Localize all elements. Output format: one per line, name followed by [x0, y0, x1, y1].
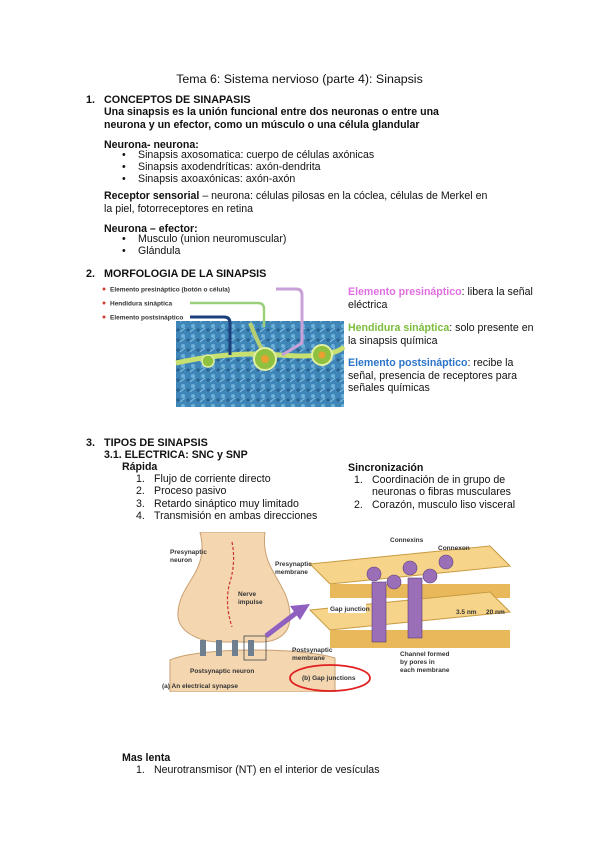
- pointer-postsynaptic: [190, 315, 232, 355]
- list-item: Sinapsis axoaxónicas: axón-axón: [122, 173, 374, 186]
- list-item: Musculo (union neuromuscular): [122, 233, 286, 246]
- neurona-neurona-list: Sinapsis axosomatica: cuerpo de células …: [122, 149, 374, 186]
- svg-text:(a) An electrical synapse: (a) An electrical synapse: [162, 683, 238, 690]
- svg-text:Presynaptic: Presynaptic: [275, 561, 312, 568]
- sincronizacion-title: Sincronización: [348, 462, 424, 474]
- mas-lenta-title: Mas lenta: [122, 752, 171, 764]
- desc-cleft: Hendidura sináptica: solo presente en la…: [348, 322, 534, 347]
- svg-text:membrane: membrane: [275, 569, 308, 576]
- desc-presynaptic: Elemento presináptico: libera la señal e…: [348, 286, 533, 311]
- connexons: [366, 554, 454, 643]
- fig-label-presynaptic: Elemento presináptico (botón o célula): [110, 287, 230, 294]
- list-item: 1.Neurotransmisor (NT) en el interior de…: [136, 764, 380, 776]
- svg-text:Postsynaptic neuron: Postsynaptic neuron: [190, 668, 254, 675]
- svg-text:Connexon: Connexon: [438, 545, 470, 552]
- gap-channels: [200, 640, 254, 656]
- svg-text:Connexins: Connexins: [390, 537, 424, 544]
- svg-text:Presynaptic: Presynaptic: [170, 549, 207, 556]
- section-3-heading: 3.TIPOS DE SINAPSIS: [86, 437, 208, 449]
- subsection-electrica: 3.1. ELECTRICA: SNC y SNP: [104, 449, 248, 461]
- neurona-efector-list: Musculo (union neuromuscular) Glándula: [122, 233, 286, 258]
- list-item: Glándula: [122, 245, 286, 258]
- svg-text:impulse: impulse: [238, 599, 263, 606]
- list-item: 1.Coordinación de in grupo de: [354, 474, 506, 486]
- list-item: neuronas o fibras musculares: [372, 486, 511, 499]
- rapida-list: 1.Flujo de corriente directo 2.Proceso p…: [136, 473, 317, 523]
- svg-text:each membrane: each membrane: [400, 667, 450, 674]
- svg-text:Nerve: Nerve: [238, 591, 256, 598]
- svg-text:(b) Gap junctions: (b) Gap junctions: [302, 675, 356, 682]
- mas-lenta-list: 1.Neurotransmisor (NT) en el interior de…: [136, 764, 380, 776]
- list-item: 1.Flujo de corriente directo: [136, 473, 271, 485]
- rapida-title: Rápida: [122, 461, 158, 473]
- synapse-definition: Una sinapsis es la unión funcional entre…: [104, 106, 439, 131]
- neurona-efector-title: Neurona – efector:: [104, 223, 198, 235]
- highlight-ring: [289, 664, 371, 692]
- svg-text:Gap junction: Gap junction: [330, 606, 370, 613]
- synapse-morphology-figure: Elemento presináptico (botón o célula) H…: [102, 287, 345, 407]
- list-item: Sinapsis axodendríticas: axón-dendrita: [122, 161, 374, 174]
- presynaptic-neuron: [177, 532, 291, 643]
- list-item: 2.Corazón, musculo liso visceral: [354, 498, 516, 511]
- neurona-neurona-title: Neurona- neurona:: [104, 139, 199, 151]
- fig-label-postsynaptic: Elemento postsináptico: [110, 315, 183, 322]
- postsynaptic-neuron: [169, 649, 336, 692]
- svg-text:neuron: neuron: [170, 557, 192, 564]
- svg-text:Channel formed: Channel formed: [400, 651, 450, 658]
- electrical-synapse-figure: Presynaptic neuron Nerve impulse Postsyn…: [162, 532, 512, 692]
- list-item: 2.Proceso pasivo: [136, 485, 227, 498]
- pointer-presynaptic: [276, 287, 304, 357]
- list-item: 3.Retardo sináptico muy limitado: [136, 497, 299, 510]
- sincronizacion-list: 1.Coordinación de in grupo de neuronas o…: [354, 474, 515, 511]
- nerve-impulse-path: [226, 541, 235, 628]
- svg-text:membrane: membrane: [292, 655, 325, 662]
- svg-text:by pores in: by pores in: [400, 659, 435, 666]
- pointer-cleft: [190, 301, 266, 327]
- receptor-sensorial: Receptor sensorial – neurona: células pi…: [104, 190, 488, 215]
- svg-text:20 nm: 20 nm: [486, 609, 505, 616]
- svg-text:Postsynaptic: Postsynaptic: [292, 647, 333, 654]
- list-item: 4.Transmisión en ambas direcciones: [136, 510, 318, 523]
- desc-postsynaptic: Elemento postsináptico: recibe la señal,…: [348, 357, 518, 394]
- svg-text:3.5 nm: 3.5 nm: [456, 609, 477, 616]
- section-1-heading: 1.CONCEPTOS DE SINAPASIS: [86, 94, 251, 106]
- zoom-arrow: [264, 608, 302, 638]
- list-item: Sinapsis axosomatica: cuerpo de células …: [122, 149, 374, 162]
- page-title: Tema 6: Sistema nervioso (parte 4): Sina…: [176, 72, 423, 86]
- fig-label-cleft: Hendidura sináptica: [110, 301, 173, 308]
- section-2-heading: 2.MORFOLOGIA DE LA SINAPSIS: [86, 268, 267, 280]
